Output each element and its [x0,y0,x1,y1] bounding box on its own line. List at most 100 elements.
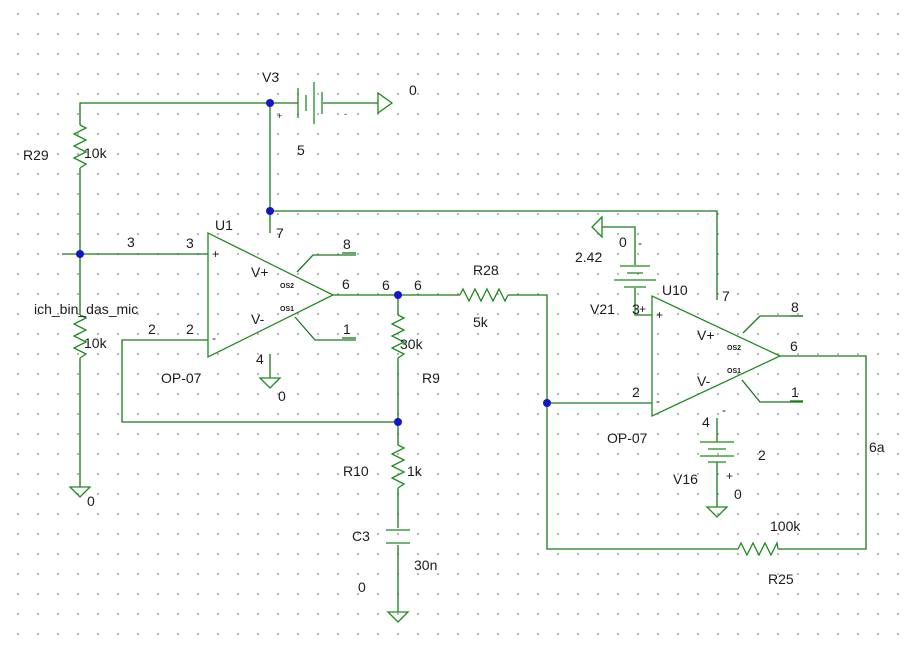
junction-dot [76,250,84,258]
r10-name: R10 [343,463,369,479]
u10-plus: + [656,308,663,322]
wire-r28-node [508,294,738,550]
ground-label: 0 [278,388,286,404]
u10-os2: OS2 [727,345,741,352]
battery-v3: + - [277,82,347,124]
u1-vplus: V+ [251,264,269,280]
ground-symbol-v21 [591,215,603,239]
u10-os1: OS1 [727,368,741,375]
v21-value: 2.42 [575,249,602,265]
junction-dot [394,418,402,426]
opamp-u1 [207,231,335,359]
u10-minus: - [656,394,660,408]
u1-pin3: 3 [186,235,194,251]
u10-pin3: 3 [632,301,640,317]
wire-top-rail [79,102,298,125]
junction-dot [266,207,274,215]
v21-plus: + [639,302,646,316]
u1-vminus: V- [251,311,265,327]
u1-os1: OS1 [280,306,294,313]
r9-value: 30k [400,336,424,352]
u10-pin8: 8 [791,299,799,315]
junction-dot [394,291,402,299]
u10-name: U10 [662,282,688,298]
labels: V3 5 0 R29 10k ich_bin_das_mic 10k 0 3 2… [23,69,885,595]
r28-name: R28 [473,262,499,278]
net-label: 6 [414,277,422,293]
svg-text:-: - [344,109,347,119]
u10-vplus: V+ [697,327,715,343]
u10-pin7: 7 [722,288,730,304]
u1-os2: OS2 [280,283,294,290]
u1-pin4: 4 [256,351,264,367]
wire-u1-pin8 [296,254,356,273]
u10-vminus: V- [697,373,711,389]
c3-value: 30n [414,557,437,573]
wires [62,102,867,612]
net-label-mic: ich_bin_das_mic [34,301,138,317]
wire-r25-out [778,355,867,550]
u1-pin1: 1 [343,321,351,337]
u10-pin2: 2 [632,384,640,400]
ground-symbol-u1 [258,377,282,389]
wire-u10-pin8 [742,315,803,334]
wire-v21-gnd [602,226,636,265]
resistor-r10 [390,444,406,489]
battery-v21 [614,265,656,288]
u10-pin4: 4 [702,414,710,430]
v16-plus: + [726,469,733,483]
ground-symbol-v16 [705,506,729,518]
ground-label: 0 [409,82,417,98]
v3-name: V3 [262,69,279,85]
net-label: 3 [127,234,135,250]
wire-u1-pin1 [294,316,356,341]
v21-name: V21 [590,301,615,317]
r25-name: R25 [768,571,794,587]
wire-u10-pin1 [741,379,803,403]
resistor-r28 [459,287,509,303]
ground-label: 0 [358,579,366,595]
ground-label: 0 [619,234,627,250]
u10-pin6: 6 [790,338,798,354]
pin-underlines [342,252,803,402]
net-label-out: 6a [869,439,885,455]
ground-symbol-divider [68,486,92,498]
r25-value: 100k [770,518,801,534]
resistor-r25 [737,540,779,557]
v16-value: 2 [758,447,766,463]
junction-dot [266,99,274,107]
r9-name: R9 [422,370,440,386]
v16-minus: - [722,403,726,417]
resistor-r29 [72,124,88,169]
resistor-divider-lower [72,314,88,359]
u1-name: U1 [215,217,233,233]
r10-value: 1k [407,463,423,479]
wire-vcc-u10 [270,210,718,300]
u1-pin2: 2 [186,321,194,337]
u1-minus: - [212,331,216,345]
battery-v16 [700,441,734,463]
resistor-r9 [390,314,406,359]
v3-value: 5 [297,142,305,158]
r29-value: 10k [84,145,108,161]
net-label: 2 [148,321,156,337]
ground-label: 0 [734,486,742,502]
u1-plus: + [212,247,219,261]
u1-pin8: 8 [343,236,351,252]
wire-v21-u10-plus [634,288,652,316]
opamp-u10 [651,294,782,418]
capacitor-c3 [386,529,410,544]
u10-pin1: 1 [791,384,799,400]
u1-pin6: 6 [342,276,350,292]
r29-name: R29 [23,147,49,163]
v21-minus: - [638,236,642,250]
wire-u1-minus-loop [121,339,398,423]
net-label: 6 [382,277,390,293]
r28-value: 5k [473,314,489,330]
svg-text:+: + [277,111,282,121]
ground-label: 0 [87,493,95,509]
ground-symbol-v3 [377,91,394,115]
divider-value: 10k [84,335,108,351]
